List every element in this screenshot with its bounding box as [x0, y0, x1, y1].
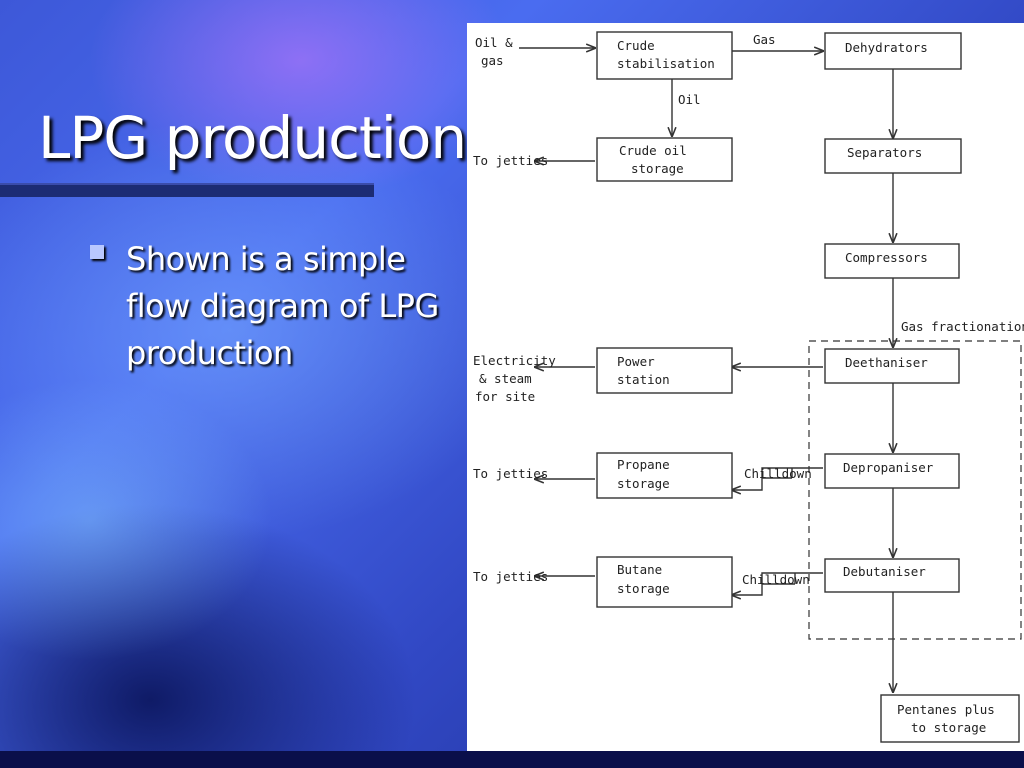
square-bullet-icon	[90, 245, 104, 259]
bottom-bar	[0, 751, 1024, 768]
svg-text:Compressors: Compressors	[845, 250, 928, 265]
label-chilldown: Chilldown	[744, 466, 812, 481]
box-depropaniser: Depropaniser	[824, 453, 960, 489]
box-deethaniser: Deethaniser	[824, 348, 960, 384]
label-oil-gas-input: Oil &	[475, 35, 513, 50]
svg-text:Power: Power	[617, 354, 655, 369]
svg-text:Deethaniser: Deethaniser	[845, 355, 928, 370]
slide-title: LPG production	[38, 104, 467, 172]
box-crude-oil-storage: Crude oil storage	[596, 137, 733, 182]
box-debutaniser: Debutaniser	[824, 558, 960, 593]
box-propane-storage: Propane storage	[596, 452, 733, 499]
label-oil: Oil	[678, 92, 701, 107]
svg-text:station: station	[617, 372, 670, 387]
label-electricity: for site	[475, 389, 535, 404]
label-to-jetties: To jetties	[473, 466, 548, 481]
svg-text:Separators: Separators	[847, 145, 922, 160]
label-to-jetties: To jetties	[473, 153, 548, 168]
svg-text:Crude: Crude	[617, 38, 655, 53]
label-to-jetties: To jetties	[473, 569, 548, 584]
bullet-text: Shown is a simple flow diagram of LPG pr…	[126, 240, 439, 372]
box-power-station: Power station	[596, 347, 733, 394]
flow-diagram: Crude stabilisation Crude oil storage De…	[467, 23, 1024, 751]
svg-text:Debutaniser: Debutaniser	[843, 564, 926, 579]
svg-text:storage: storage	[617, 581, 670, 596]
label-gas-fractionation: Gas fractionation	[901, 319, 1024, 334]
box-pentanes-plus: Pentanes plus to storage	[880, 694, 1020, 743]
svg-text:to storage: to storage	[911, 720, 986, 735]
flow-diagram-svg: Crude stabilisation Crude oil storage De…	[473, 31, 1024, 743]
box-dehydrators: Dehydrators	[824, 32, 962, 70]
svg-text:Depropaniser: Depropaniser	[843, 460, 934, 475]
bullet-item: Shown is a simple flow diagram of LPG pr…	[90, 236, 450, 377]
svg-text:storage: storage	[617, 476, 670, 491]
label-chilldown: Chilldown	[742, 572, 810, 587]
label-oil-gas-input: gas	[481, 53, 504, 68]
box-crude-stabilisation: Crude stabilisation	[596, 31, 733, 80]
bullet-list: Shown is a simple flow diagram of LPG pr…	[90, 236, 450, 377]
label-electricity: Electricity	[473, 353, 556, 368]
svg-text:storage: storage	[631, 161, 684, 176]
box-separators: Separators	[824, 138, 962, 174]
label-gas: Gas	[753, 32, 776, 47]
svg-text:Dehydrators: Dehydrators	[845, 40, 928, 55]
title-underline	[0, 183, 374, 197]
svg-text:Butane: Butane	[617, 562, 662, 577]
svg-text:stabilisation: stabilisation	[617, 56, 715, 71]
label-electricity: & steam	[479, 371, 532, 386]
box-compressors: Compressors	[824, 243, 960, 279]
box-butane-storage: Butane storage	[596, 556, 733, 608]
svg-text:Crude oil: Crude oil	[619, 143, 687, 158]
svg-text:Pentanes plus: Pentanes plus	[897, 702, 995, 717]
gas-fractionation-boundary	[808, 340, 1022, 640]
svg-text:Propane: Propane	[617, 457, 670, 472]
